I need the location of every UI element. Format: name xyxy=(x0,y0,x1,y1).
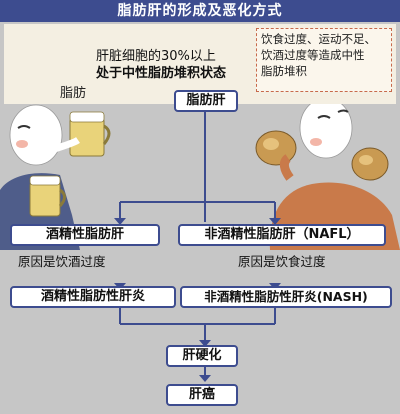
liver-fat-label: 脂肪 xyxy=(60,86,87,101)
flow-arrows xyxy=(114,112,281,382)
alcoholic-cause-text: 原因是饮酒过度 xyxy=(18,254,106,269)
causes-line-3: 脂肪堆积 xyxy=(261,64,307,78)
causes-line-1: 饮食过度、运动不足、 xyxy=(261,32,376,46)
node-nash: 非酒精性脂肪性肝炎(NASH) xyxy=(180,286,392,308)
node-alcoholic-hepatitis: 酒精性脂肪性肝炎 xyxy=(10,286,176,308)
nafl-cause-text: 原因是饮食过度 xyxy=(238,254,326,269)
node-liver-cancer: 肝癌 xyxy=(166,384,238,406)
causes-note: 饮食过度、运动不足、 饮酒过度等造成中性 脂肪堆积 xyxy=(256,28,392,92)
node-alcoholic-fatty-liver: 酒精性脂肪肝 xyxy=(10,224,160,246)
node-fatty-liver: 脂肪肝 xyxy=(174,90,238,112)
page-title: 脂肪肝的形成及恶化方式 xyxy=(0,0,400,22)
definition-line-2: 处于中性脂肪堆积状态 xyxy=(96,66,227,81)
causes-line-2: 饮酒过度等造成中性 xyxy=(261,48,365,62)
node-nafl: 非酒精性脂肪肝（NAFL） xyxy=(178,224,386,246)
node-cirrhosis: 肝硬化 xyxy=(166,345,238,367)
definition-line-1: 肝脏细胞的30%以上 xyxy=(96,49,216,64)
fatty-liver-definition: 肝脏细胞的30%以上 处于中性脂肪堆积状态 xyxy=(96,48,226,82)
